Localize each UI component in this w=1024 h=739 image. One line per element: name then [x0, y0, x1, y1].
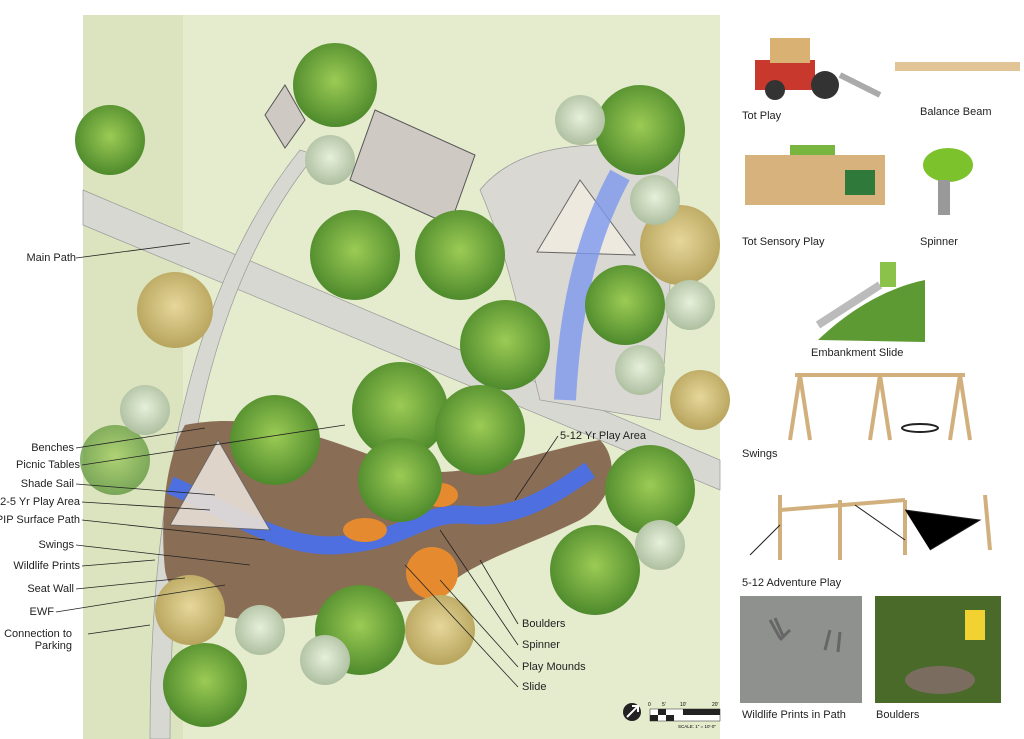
caption-embankment-slide: Embankment Slide [811, 347, 904, 359]
shed [264, 84, 306, 149]
callout-lines [55, 242, 559, 688]
adventure-play-image [749, 494, 992, 560]
scale-tick: 0 [648, 702, 651, 708]
label-main-path: Main Path [26, 252, 76, 264]
scale-text: SCALE: 1" = 10'-0" [678, 724, 716, 729]
scale-tick: 10' [680, 702, 687, 708]
balance-beam-image [895, 62, 1020, 71]
label-5-12-yr-play-area: 5-12 Yr Play Area [560, 430, 647, 442]
scale-tick: 20' [712, 702, 719, 708]
spinner-image [923, 148, 973, 215]
swings-image [788, 373, 972, 441]
caption-balance-beam: Balance Beam [920, 106, 992, 118]
label-ewf: EWF [29, 606, 54, 618]
play-mound [343, 518, 387, 542]
label-connection-to-parking: Connection to Parking [4, 628, 72, 652]
tot-sensory-play-image [745, 145, 885, 205]
label-spinner: Spinner [522, 639, 560, 651]
wildlife-prints-image [740, 596, 862, 703]
hand-print-icon [768, 617, 842, 653]
water-path [554, 169, 630, 401]
caption-spinner: Spinner [920, 236, 958, 248]
caption-boulders: Boulders [876, 709, 920, 721]
trees [75, 43, 730, 727]
label-boulders: Boulders [522, 618, 566, 630]
label-benches: Benches [31, 442, 74, 454]
shade-sail [169, 438, 271, 531]
label-slide: Slide [522, 681, 547, 693]
north-arrow-icon [623, 703, 641, 721]
tot-play-image [755, 38, 882, 100]
scale-bar [649, 708, 721, 722]
label-2-5-yr-play-area: 2-5 Yr Play Area [0, 496, 80, 508]
caption-tot-sensory-play: Tot Sensory Play [742, 236, 825, 248]
caption-wildlife-prints: Wildlife Prints in Path [742, 709, 846, 721]
label-pip-surface-path: PIP Surface Path [0, 514, 80, 526]
caption-swings: Swings [742, 448, 778, 460]
embankment-slide-image [815, 262, 925, 342]
label-picnic-tables: Picnic Tables [16, 459, 80, 471]
label-shade-sail: Shade Sail [20, 478, 74, 490]
caption-adventure-play: 5-12 Adventure Play [742, 577, 842, 589]
label-swings: Swings [38, 539, 74, 551]
label-seat-wall: Seat Wall [27, 583, 74, 595]
label-play-mounds: Play Mounds [522, 661, 586, 673]
label-wildlife-prints: Wildlife Prints [13, 560, 80, 572]
scale-tick: 5' [662, 702, 666, 708]
caption-tot-play: Tot Play [742, 110, 782, 122]
